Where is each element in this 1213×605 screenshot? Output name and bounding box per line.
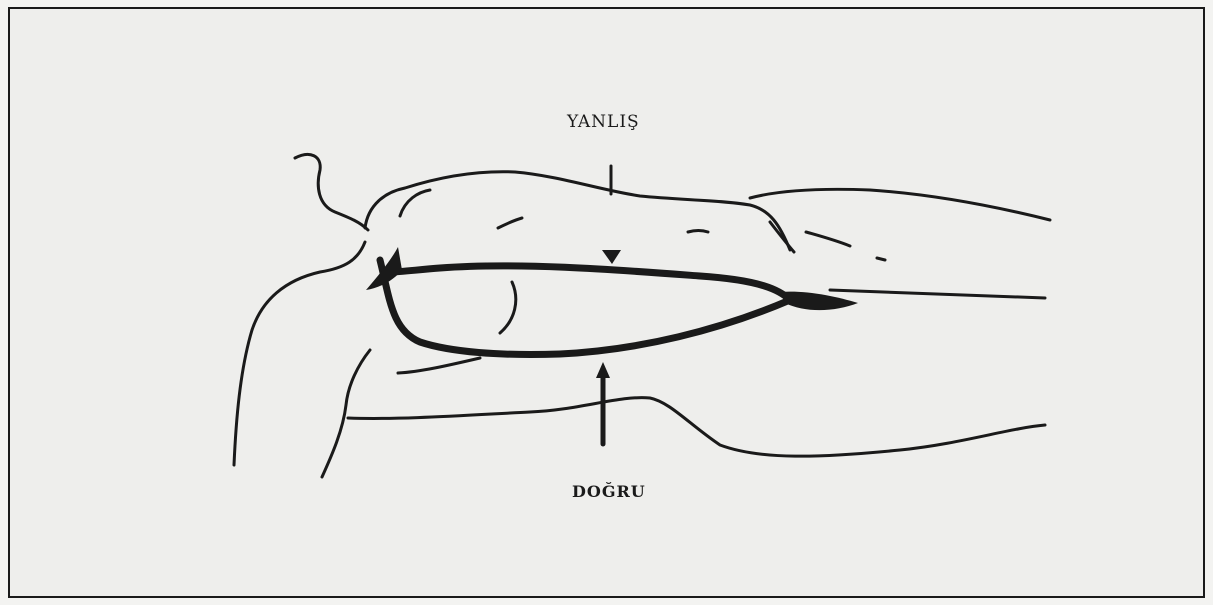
thumb-outline — [365, 172, 790, 250]
elbow-fold — [398, 358, 480, 373]
wrist-curve — [500, 282, 516, 333]
surface-dash-5 — [877, 258, 885, 260]
shoulder-outline — [234, 242, 365, 465]
surface-dash-2 — [688, 231, 708, 233]
upper-arm-outline — [322, 350, 370, 477]
right-label: DOĞRU — [572, 482, 646, 501]
forearm-middle-edge — [830, 290, 1045, 298]
incision-tip-left — [366, 247, 402, 290]
finger-outline — [295, 154, 368, 230]
surface-dash-4 — [806, 232, 850, 246]
incision-line — [380, 260, 790, 355]
wrong-label: YANLIŞ — [567, 112, 640, 132]
surface-dash-1 — [498, 218, 522, 228]
wrong-arrowhead-icon — [602, 250, 621, 264]
surface-dash-3 — [770, 222, 794, 252]
arm-lower-edge — [348, 398, 1045, 457]
incision-tip-right — [780, 292, 858, 311]
knuckle-outline — [400, 190, 430, 216]
forearm-top-edge — [750, 189, 1050, 220]
